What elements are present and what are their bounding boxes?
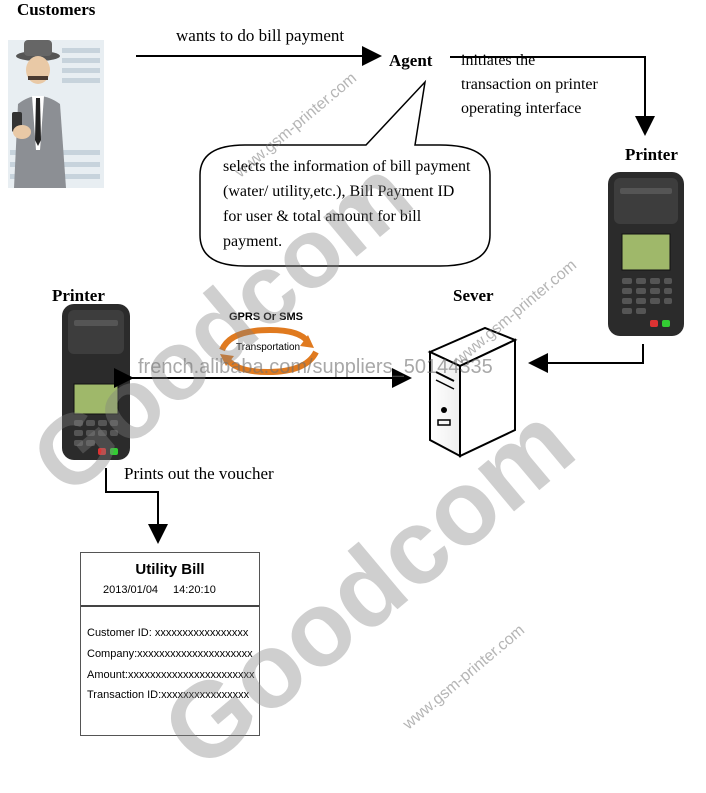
receipt-divider — [81, 605, 259, 607]
printer-right-label: Printer — [625, 145, 678, 164]
agent-label: Agent — [389, 51, 433, 70]
receipt-line: Company:xxxxxxxxxxxxxxxxxxxxx — [87, 648, 253, 660]
printer-left-label: Printer — [52, 286, 105, 305]
print-voucher-label: Prints out the voucher — [124, 464, 274, 483]
receipt-title: Utility Bill — [135, 561, 205, 578]
printer-left-icon — [62, 304, 130, 460]
agent-speech-bubble — [199, 79, 491, 267]
customer-person-icon — [8, 40, 104, 188]
customers-label: Customers — [17, 0, 96, 19]
printer-right-icon — [608, 172, 684, 336]
customer-to-agent-label: wants to do bill payment — [176, 26, 345, 45]
receipt-time: 14:20:10 — [173, 584, 216, 596]
utility-bill-receipt: Utility Bill 2013/01/04 14:20:10 Custome… — [80, 552, 260, 736]
supplier-watermark: french.alibaba.com/suppliers_50144335 — [138, 356, 493, 378]
receipt-date: 2013/01/04 — [103, 584, 159, 596]
flow-diagram — [8, 40, 684, 544]
agent-to-printer-label: initiates the transaction on printer ope… — [461, 52, 598, 117]
transport-arrows-icon — [219, 326, 319, 376]
server-label: Sever — [453, 286, 494, 305]
receipt-line: Transaction ID:xxxxxxxxxxxxxxxx — [87, 689, 250, 701]
receipt-line: Customer ID: xxxxxxxxxxxxxxxxx — [87, 627, 249, 639]
server-icon — [427, 326, 518, 458]
receipt-line: Amount:xxxxxxxxxxxxxxxxxxxxxxx — [87, 669, 255, 681]
transport-subtitle: Transportation — [236, 342, 301, 353]
transport-title: GPRS Or SMS — [229, 311, 303, 323]
agent-bubble-text: selects the information of bill payment … — [223, 158, 471, 250]
